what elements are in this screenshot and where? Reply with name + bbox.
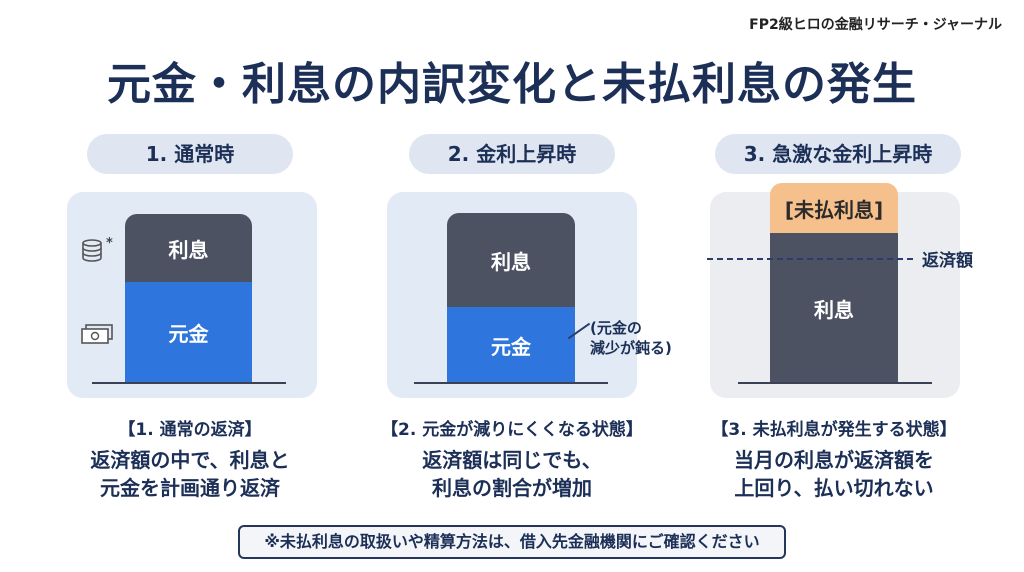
brand-label: FP2級ヒロの金融リサーチ・ジャーナル — [749, 17, 1002, 33]
note-line-1: (元金の — [590, 319, 642, 337]
interest-block-normal: 利息 — [125, 214, 252, 282]
caption-body-rate-rise: 返済額は同じでも、 利息の割合が増加 — [352, 446, 672, 502]
caption-head-rate-rise: 【2. 元金が減りにくくなる状態】 — [381, 420, 643, 440]
repayment-line — [707, 258, 913, 260]
footnote-box: ※未払利息の取扱いや精算方法は、借入先金融機関にご確認ください — [238, 525, 786, 559]
repayment-label: 返済額 — [922, 251, 973, 271]
caption-body-normal: 返済額の中で、利息と 元金を計画通り返済 — [30, 446, 350, 502]
interest-block-rate-rise: 利息 — [447, 213, 575, 307]
unpaid-interest-block: [未払利息] — [770, 183, 898, 233]
page-title: 元金・利息の内訳変化と未払利息の発生 — [107, 59, 917, 110]
caption-line: 返済額の中で、利息と — [90, 448, 290, 472]
caption-line: 当月の利息が返済額を — [734, 448, 934, 472]
caption-line: 上回り、払い切れない — [734, 476, 934, 500]
principal-slowdown-note: (元金の 減少が鈍る) — [590, 318, 672, 358]
coin-stack-icon — [80, 238, 114, 268]
baseline-rate-rise — [414, 382, 608, 384]
principal-block-rate-rise: 元金 — [447, 307, 575, 383]
caption-head-sharp-rise: 【3. 未払利息が発生する状態】 — [711, 420, 957, 440]
baseline-normal — [92, 382, 286, 384]
banknote-icon — [80, 322, 116, 350]
interest-block-sharp-rise: 利息 — [770, 233, 898, 383]
column-heading-normal: 1. 通常時 — [87, 134, 293, 174]
column-heading-rate-rise: 2. 金利上昇時 — [409, 134, 615, 174]
principal-block-normal: 元金 — [125, 282, 252, 383]
note-line-2: 減少が鈍る) — [590, 339, 672, 357]
caption-body-sharp-rise: 当月の利息が返済額を 上回り、払い切れない — [674, 446, 994, 502]
icon-footnote-mark: * — [106, 236, 113, 251]
caption-head-normal: 【1. 通常の返済】 — [118, 420, 262, 440]
caption-line: 返済額は同じでも、 — [422, 448, 602, 472]
column-heading-sharp-rise: 3. 急激な金利上昇時 — [715, 134, 961, 174]
caption-line: 利息の割合が増加 — [432, 476, 592, 500]
caption-line: 元金を計画通り返済 — [100, 476, 280, 500]
baseline-sharp-rise — [738, 382, 932, 384]
